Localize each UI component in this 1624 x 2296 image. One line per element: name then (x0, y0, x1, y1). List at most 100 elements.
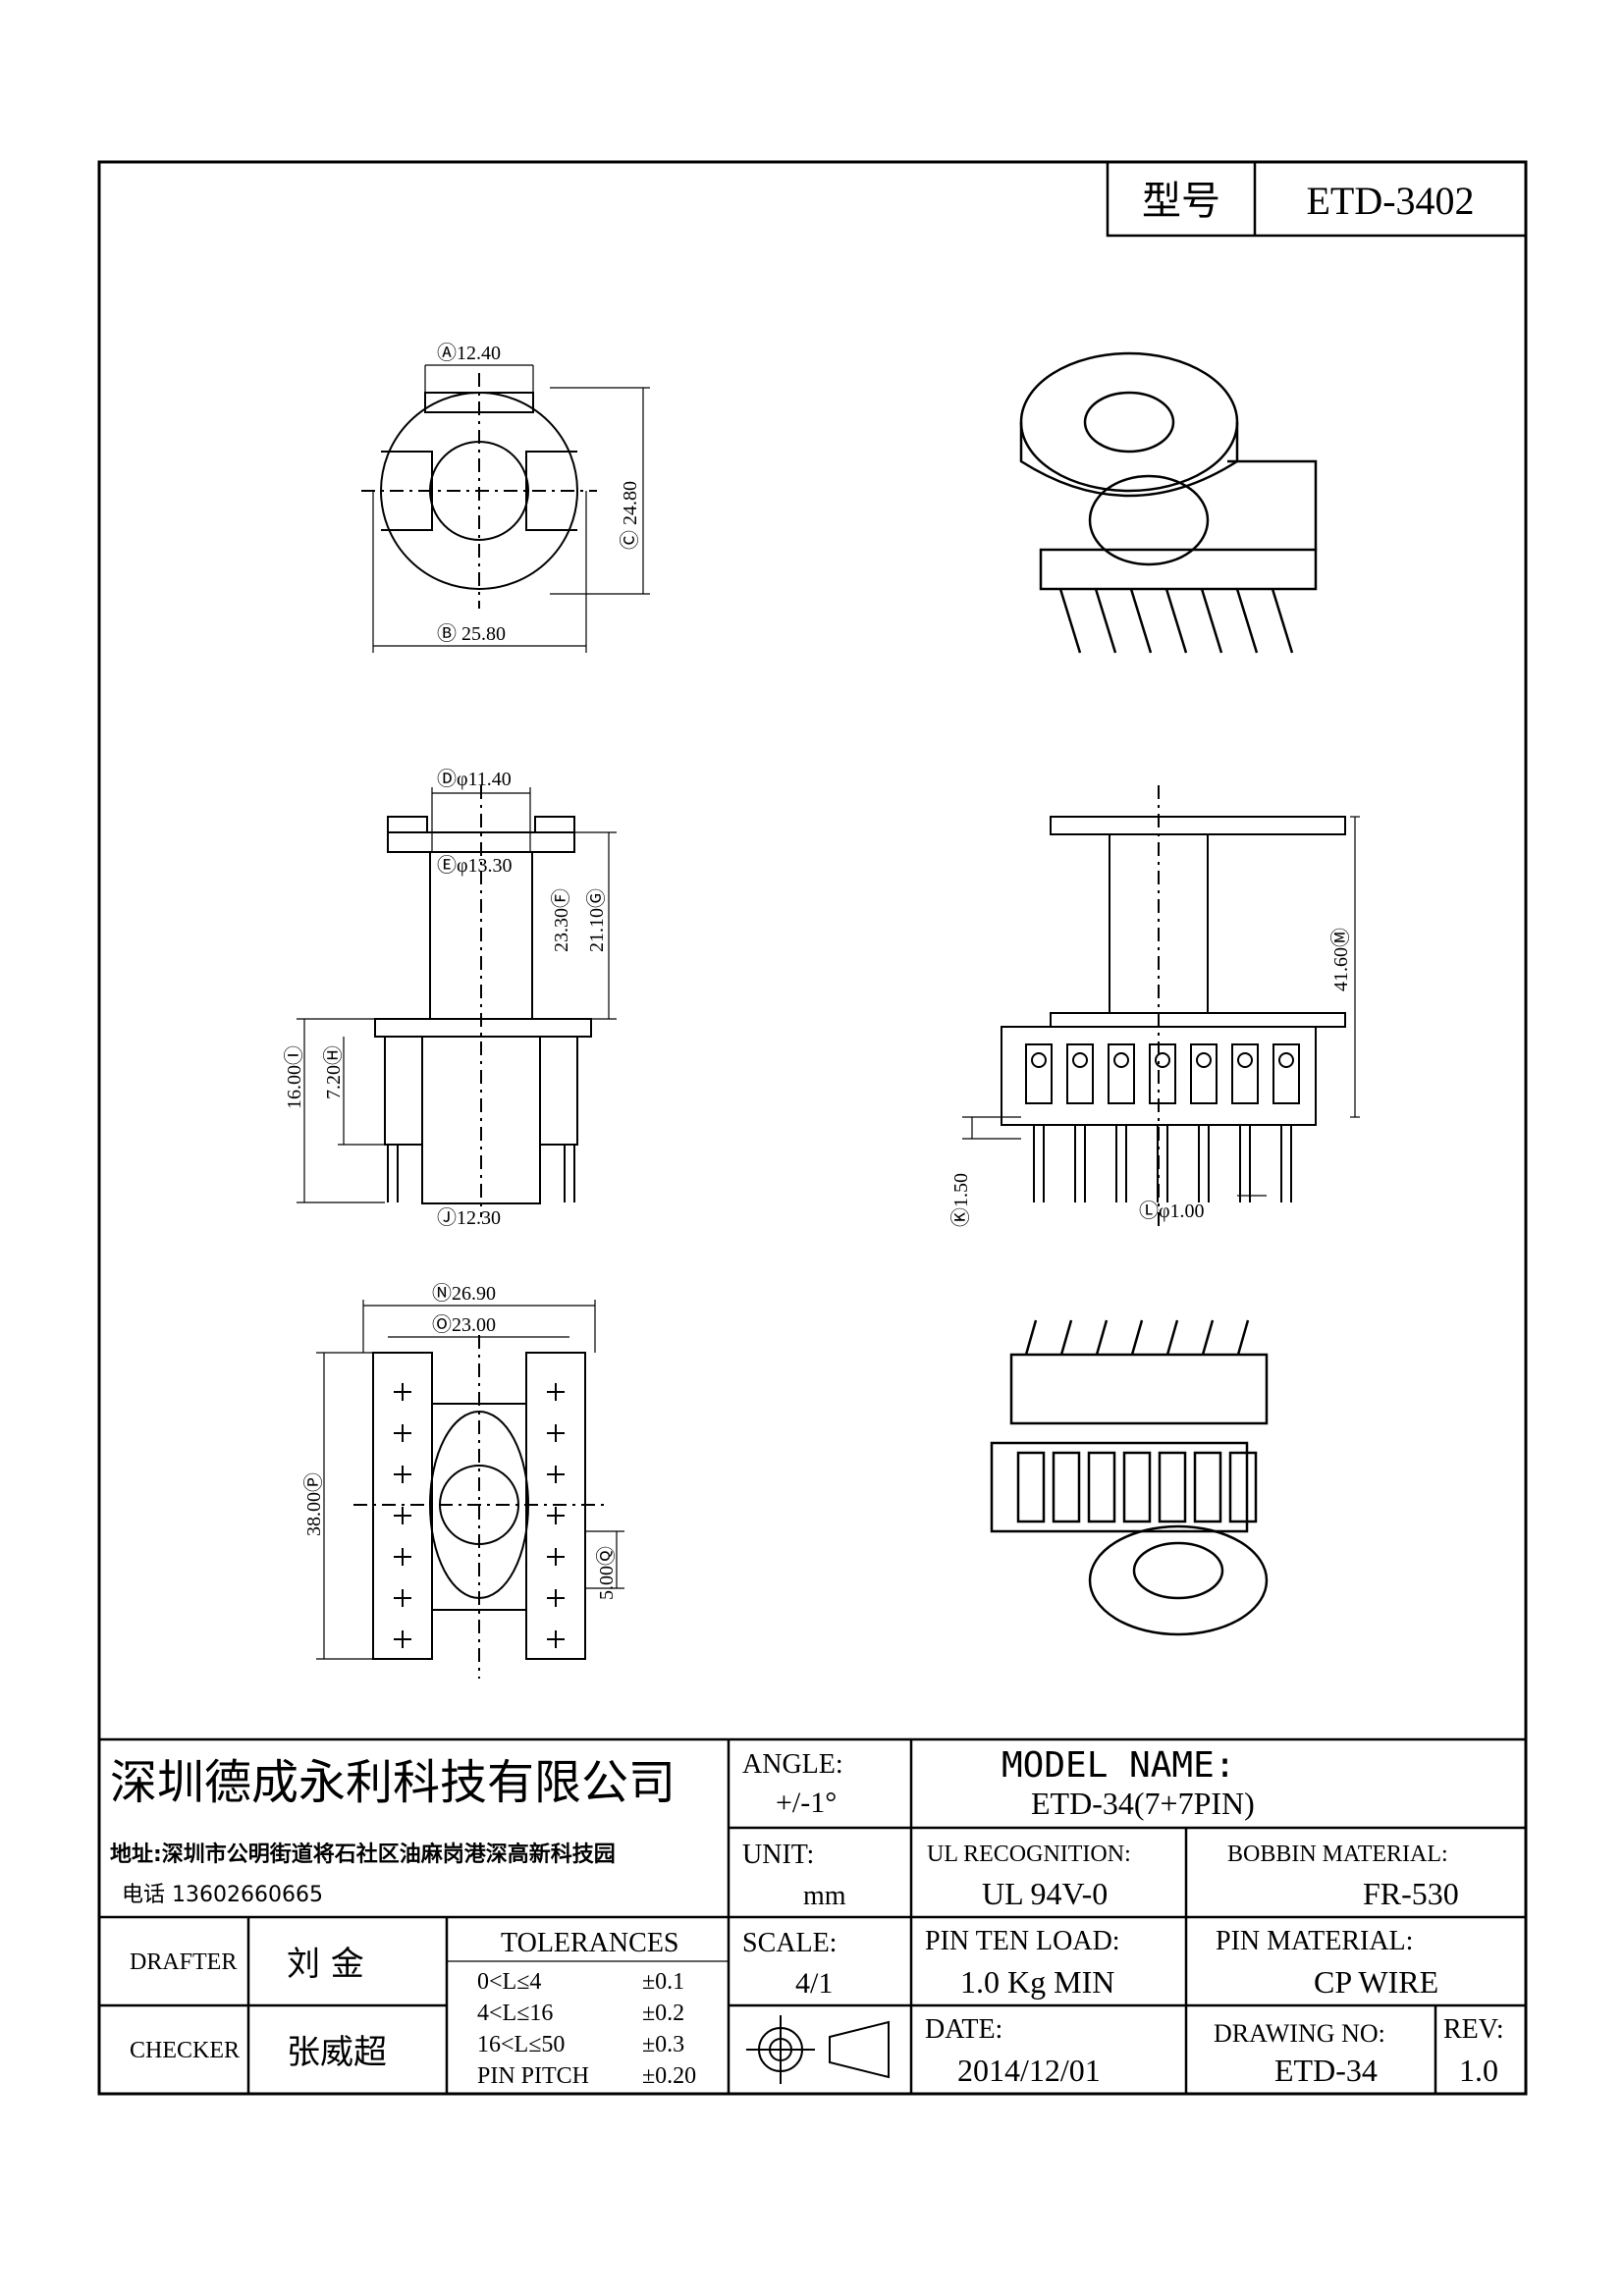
iso-pin (1094, 588, 1117, 654)
angle-value: +/-1° (776, 1787, 837, 1819)
pin-terminal (1190, 1043, 1218, 1104)
dim-g-label: 21.10Ⓖ (585, 888, 608, 952)
model-name-label: MODEL NAME: (1001, 1745, 1235, 1786)
ul-value: UL 94V-0 (982, 1876, 1108, 1911)
date-value: 2014/12/01 (957, 2053, 1101, 2088)
tolerance-value: ±0.20 (642, 2063, 696, 2089)
pin-hole (1237, 1052, 1253, 1068)
unit-value: mm (803, 1881, 846, 1911)
tolerance-range: PIN PITCH (477, 2063, 589, 2089)
side-view (297, 785, 617, 1217)
iso-pin (1271, 588, 1294, 654)
angle-label: ANGLE: (742, 1749, 843, 1780)
checker-label: CHECKER (130, 2038, 240, 2063)
iso-pin (1235, 588, 1259, 654)
tolerances-title: TOLERANCES (501, 1928, 679, 1958)
checker-value: 张威超 (287, 2033, 387, 2072)
pin-terminal (1108, 1043, 1135, 1104)
pin-hole (1278, 1052, 1294, 1068)
iso-pin (1164, 588, 1188, 654)
drafter-value: 刘 金 (287, 1945, 364, 1984)
pin-hole (1031, 1052, 1047, 1068)
dim-k-label: Ⓚ1.50 (949, 1173, 972, 1227)
iso-pin (1236, 1319, 1250, 1356)
iso-pin (1095, 1319, 1109, 1356)
dim-b-label: Ⓑ 25.80 (437, 622, 506, 645)
pin-hole (1155, 1052, 1170, 1068)
dim-c-label: Ⓒ 24.80 (619, 481, 641, 550)
iso-terminal (1158, 1451, 1187, 1523)
top-view (361, 364, 650, 653)
dim-p-label: 38.00Ⓟ (302, 1472, 325, 1536)
iso-pin (1130, 1319, 1144, 1356)
dim-e-label: Ⓔφ13.30 (437, 854, 513, 877)
tolerance-range: 0<L≤4 (477, 1969, 541, 1995)
drawing-no-label: DRAWING NO: (1214, 2019, 1385, 2048)
iso-pin (1024, 1319, 1038, 1356)
ul-label: UL RECOGNITION: (927, 1842, 1131, 1867)
model-name-value: ETD-34(7+7PIN) (1031, 1786, 1255, 1821)
pin-terminal (1231, 1043, 1259, 1104)
pin-hole (1113, 1052, 1129, 1068)
tolerance-value: ±0.1 (642, 1969, 684, 1995)
iso-pin (1200, 588, 1223, 654)
model-number-box: 型号 ETD-3402 (1106, 160, 1528, 238)
drawing-border (97, 160, 1528, 2096)
iso-terminal (1228, 1451, 1258, 1523)
isometric-view-bottom (990, 1319, 1269, 1636)
date-label: DATE: (925, 2014, 1002, 2045)
pin-hole (1072, 1052, 1088, 1068)
iso-pin (1201, 1319, 1215, 1356)
iso-terminal (1193, 1451, 1222, 1523)
iso-pin (1165, 1319, 1179, 1356)
iso-pin (1058, 588, 1082, 654)
front-view (962, 785, 1360, 1227)
iso-terminal (1087, 1451, 1116, 1523)
drawing-no-value: ETD-34 (1274, 2053, 1378, 2088)
pin-terminal (1272, 1043, 1300, 1104)
dim-n-label: Ⓝ26.90 (432, 1282, 496, 1305)
model-box-label: 型号 (1142, 179, 1220, 223)
company-address: 地址:深圳市公明街道将石社区油麻岗港深高新科技园 (110, 1842, 616, 1867)
bobbin-value: FR-530 (1363, 1876, 1459, 1911)
company-name: 深圳德成永利科技有限公司 (110, 1755, 676, 1810)
dim-i-label: 16.00Ⓘ (283, 1045, 305, 1109)
dim-m-label: 41.60Ⓜ (1329, 928, 1352, 991)
dim-d-label: Ⓓφ11.40 (437, 768, 512, 790)
iso-terminal (1052, 1451, 1081, 1523)
scale-label: SCALE: (742, 1928, 837, 1958)
tolerance-range: 4<L≤16 (477, 2001, 553, 2026)
dim-f-label: 23.30Ⓕ (550, 888, 572, 952)
drafter-label: DRAFTER (130, 1949, 237, 1975)
scale-value: 4/1 (795, 1967, 833, 2000)
pin-hole (1196, 1052, 1212, 1068)
dim-h-label: 7.20Ⓗ (322, 1045, 345, 1099)
iso-terminal (1122, 1451, 1152, 1523)
pin-load-value: 1.0 Kg MIN (960, 1964, 1114, 2000)
rev-label: REV: (1443, 2014, 1504, 2045)
dim-q-label: 5.00Ⓠ (595, 1546, 618, 1600)
tolerance-range: 16<L≤50 (477, 2032, 565, 2057)
bobbin-label: BOBBIN MATERIAL: (1227, 1842, 1448, 1867)
iso-pin (1129, 588, 1153, 654)
pin-terminal (1149, 1043, 1176, 1104)
dim-l-label: Ⓛφ1.00 (1139, 1200, 1205, 1222)
pin-material-label: PIN MATERIAL: (1216, 1926, 1413, 1956)
bottom-view (316, 1300, 624, 1679)
projection-symbol (746, 2015, 890, 2084)
dim-o-label: Ⓞ23.00 (432, 1313, 496, 1336)
tolerance-value: ±0.2 (642, 2001, 684, 2026)
iso-pin (1059, 1319, 1073, 1356)
pin-terminal (1025, 1043, 1053, 1104)
pin-load-label: PIN TEN LOAD: (925, 1926, 1120, 1956)
pin-material-value: CP WIRE (1314, 1964, 1438, 2000)
rev-value: 1.0 (1459, 2053, 1498, 2088)
dim-a-label: Ⓐ12.40 (437, 342, 501, 364)
title-block (99, 1737, 1526, 2094)
pin-terminal (1066, 1043, 1094, 1104)
isometric-view-top (1019, 351, 1318, 654)
model-box-value: ETD-3402 (1306, 179, 1474, 223)
dim-j-label: Ⓙ12.30 (437, 1206, 501, 1229)
